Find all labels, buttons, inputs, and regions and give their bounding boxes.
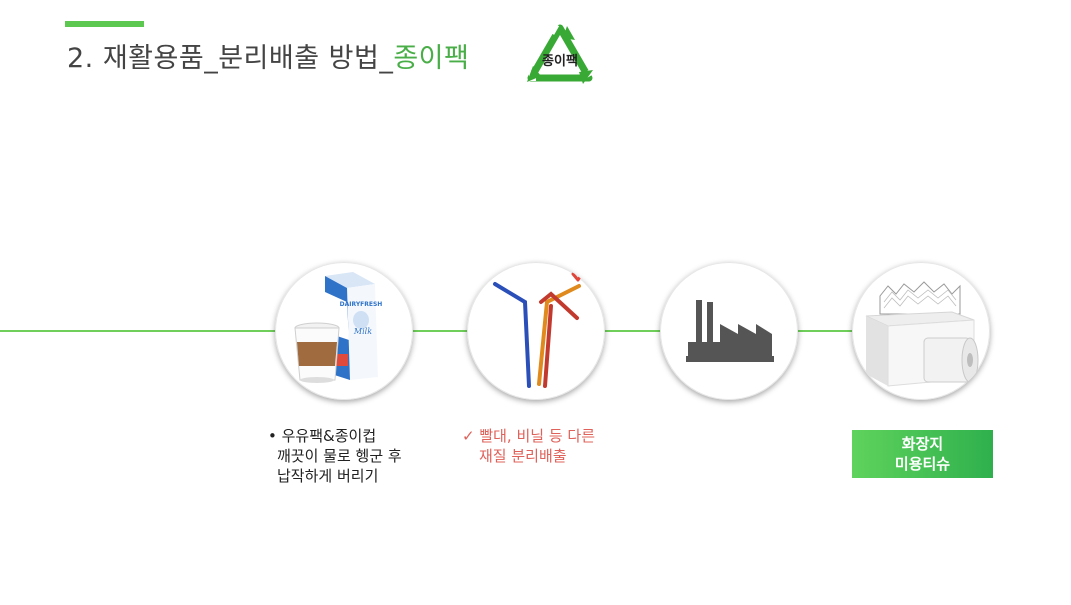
straws-icon — [493, 264, 589, 388]
step-3-factory — [660, 262, 798, 400]
step-1-description: • 우유팩&종이컵 깨끗이 물로 헹군 후 납작하게 버리기 — [268, 426, 402, 486]
paper-cup-icon — [294, 322, 340, 383]
title-accent-bar — [65, 21, 144, 27]
milk-carton-icon: DAIRYFRESH Milk — [294, 272, 383, 383]
step-2-desc-line: ✓ 빨대, 비닐 등 다른 — [462, 427, 596, 445]
step-1-desc-line: 납작하게 버리기 — [277, 467, 379, 485]
result-label-line: 화장지 — [901, 435, 944, 453]
carton-subtext: Milk — [353, 327, 372, 336]
page-title-highlight: 종이팩 — [393, 43, 470, 74]
result-label-box: 화장지 미용티슈 — [852, 430, 993, 478]
step-2-straws — [467, 262, 605, 400]
page-title-prefix: 2. 재활용품_분리배출 방법_ — [67, 43, 394, 74]
step-1-milk-carton: DAIRYFRESH Milk — [275, 262, 413, 400]
factory-icon — [686, 300, 774, 362]
red-check-icon — [571, 264, 589, 282]
result-label-line: 미용티슈 — [894, 455, 951, 473]
step-4-tissue — [852, 262, 990, 400]
step-2-description: ✓ 빨대, 비닐 등 다른 재질 분리배출 — [462, 426, 595, 466]
carton-brand: DAIRYFRESH — [340, 301, 383, 308]
step-1-desc-line: • 우유팩&종이컵 — [268, 427, 377, 445]
step-2-desc-line: 재질 분리배출 — [479, 447, 567, 465]
process-timeline — [0, 330, 860, 332]
page-title: 2. 재활용품_분리배출 방법_종이팩 — [67, 36, 469, 75]
tissue-and-toilet-paper-icon — [865, 281, 979, 387]
step-1-desc-line: 깨끗이 물로 헹군 후 — [277, 447, 402, 465]
paper-pack-recycling-logo: 종이팩 — [527, 23, 593, 84]
logo-text: 종이팩 — [542, 53, 578, 69]
